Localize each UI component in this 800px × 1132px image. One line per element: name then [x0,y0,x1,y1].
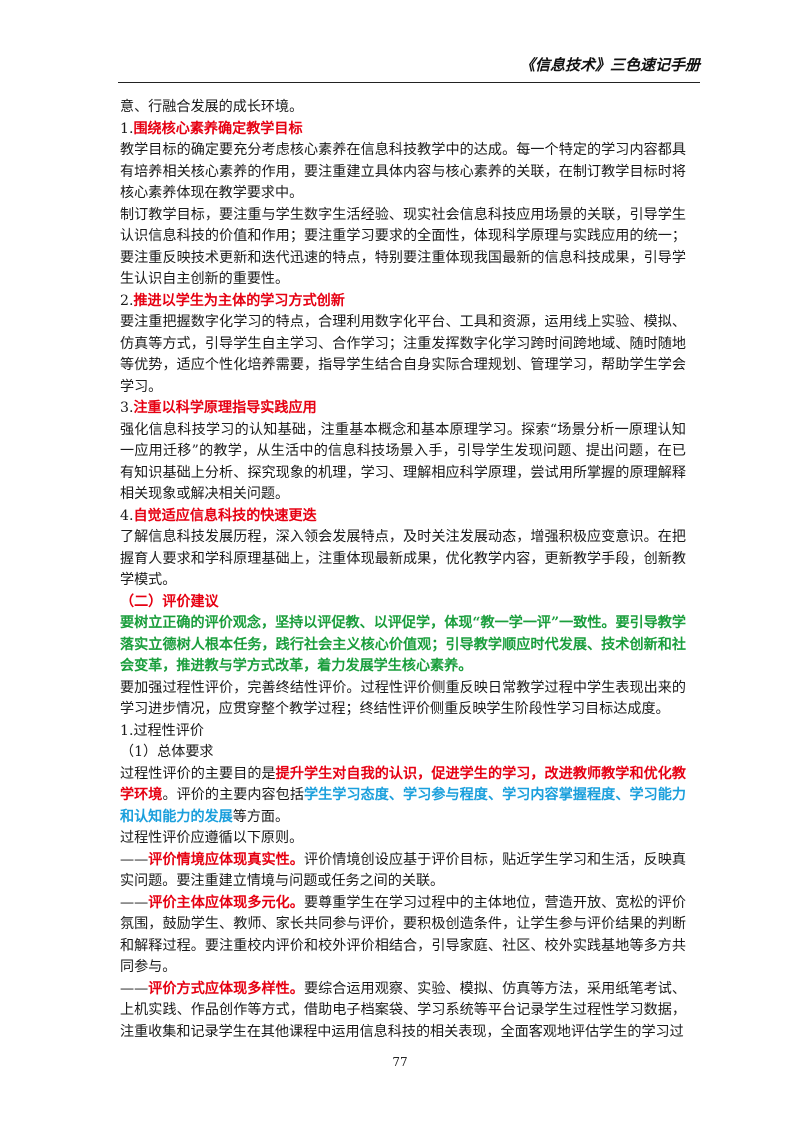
paragraph: ——评价情境应体现真实性。评价情境创设应基于评价目标，贴近学生学习和生活，反映真… [120,850,686,893]
text-run: 要综合运用观察、实验、模拟、仿真等方法，采用纸笔考试、上机实践、作品创作等方式，… [120,980,687,1040]
text-run: 教学目标的确定要充分考虑核心素养在信息科技教学中的达成。每一个特定的学习内容都具… [120,142,686,201]
paragraph: ——评价方式应体现多样性。要综合运用观察、实验、模拟、仿真等方法，采用纸笔考试、… [120,979,686,1044]
text-run: 意、行融合发展的成长环境。 [120,99,304,115]
text-run: （1）总体要求 [120,744,214,760]
text-run: 要注重把握数字化学习的特点，合理利用数字化平台、工具和资源，运用线上实验、模拟、… [120,314,686,395]
text-run: 强化信息科技学习的认知基础，注重基本概念和基本原理学习。探索“场景分析一原理认知… [120,421,686,503]
page-number: 77 [392,1055,408,1069]
paragraph: 强化信息科技学习的认知基础，注重基本概念和基本原理学习。探索“场景分析一原理认知… [120,420,686,506]
text-run: —— [120,894,149,911]
paragraph: ——评价主体应体现多元化。要尊重学生在学习过程中的主体地位，营造开放、宽松的评价… [120,893,686,979]
text-run: 3. [120,400,134,416]
text-run: 制订教学目标，要注重与学生数字生活经验、现实社会信息科技应用场景的关联，引导学生… [120,206,686,288]
highlighted-text: 围绕核心素养确定教学目标 [133,120,303,137]
text-run: 等方面。 [232,808,290,825]
paragraph: 4.自觉适应信息科技的快速更迭 [120,506,686,528]
paragraph: 要树立正确的评价观念，坚持以评促教、以评促学，体现“教一学一评”一致性。要引导教… [120,613,686,678]
text-run: —— [120,980,149,997]
paragraph: 1.围绕核心素养确定教学目标 [120,119,686,141]
text-run: 。评价的主要内容包括 [162,787,304,803]
text-run: 1.过程性评价 [120,722,204,739]
paragraph: 要注重把握数字化学习的特点，合理利用数字化平台、工具和资源，运用线上实验、模拟、… [120,312,686,398]
paragraph: 制订教学目标，要注重与学生数字生活经验、现实社会信息科技应用场景的关联，引导学生… [120,205,686,291]
highlighted-text: 学生学习态度、学习参与程度、学习内容掌握程度、学习能力和认知能力的发展 [120,787,687,825]
header-divider [118,82,700,83]
text-run: 1. [120,120,134,137]
text-run: 过程性评价的主要目的是 [120,765,276,782]
highlighted-text: 注重以科学原理指导实践应用 [133,400,317,416]
highlighted-text: 评价方式应体现多样性。 [148,980,304,997]
document-body: 意、行融合发展的成长环境。1.围绕核心素养确定教学目标教学目标的确定要充分考虑核… [120,97,686,1043]
paragraph: 2.推进以学生为主体的学习方式创新 [120,291,686,313]
text-run: 了解信息科技发展历程，深入领会发展特点，及时关注发展动态，增强积极应变意识。在把… [120,529,686,588]
text-run: 评价情境创设应基于评价目标，贴近学生学习和生活，反映真实问题。要注重建立情境与问… [120,851,687,890]
paragraph: （二）评价建议 [120,592,686,614]
paragraph: （1）总体要求 [120,742,686,764]
highlighted-text: 推进以学生为主体的学习方式创新 [133,292,345,309]
text-run: —— [120,851,149,868]
paragraph: 教学目标的确定要充分考虑核心素养在信息科技教学中的达成。每一个特定的学习内容都具… [120,140,686,205]
highlighted-text: 要树立正确的评价观念，坚持以评促教、以评促学，体现“教一学一评”一致性。要引导教… [120,615,686,674]
paragraph: 3.注重以科学原理指导实践应用 [120,398,686,420]
paragraph: 过程性评价应遵循以下原则。 [120,828,686,850]
highlighted-text: 评价主体应体现多元化。 [148,894,304,911]
text-run: 过程性评价应遵循以下原则。 [120,830,304,846]
paragraph: 要加强过程性评价，完善终结性评价。过程性评价侧重反映日常教学过程中学生表现出来的… [120,678,686,721]
text-run: 要加强过程性评价，完善终结性评价。过程性评价侧重反映日常教学过程中学生表现出来的… [120,679,686,718]
header-title: 《信息技术》三色速记手册 [519,56,700,74]
highlighted-text: 自觉适应信息科技的快速更迭 [133,507,317,524]
paragraph: 了解信息科技发展历程，深入领会发展特点，及时关注发展动态，增强积极应变意识。在把… [120,527,686,592]
highlighted-text: 提升学生对自我的认识，促进学生的学习，改进教师教学和优化教学环境 [120,765,687,804]
highlighted-text: （二）评价建议 [120,593,219,610]
paragraph: 1.过程性评价 [120,721,686,743]
text-run: 要尊重学生在学习过程中的主体地位，营造开放、宽松的评价氛围，鼓励学生、教师、家长… [120,894,687,976]
highlighted-text: 评价情境应体现真实性。 [148,851,304,868]
text-run: 4. [120,507,134,524]
text-run: 2. [120,292,134,309]
paragraph: 意、行融合发展的成长环境。 [120,97,686,119]
paragraph: 过程性评价的主要目的是提升学生对自我的认识，促进学生的学习，改进教师教学和优化教… [120,764,686,829]
